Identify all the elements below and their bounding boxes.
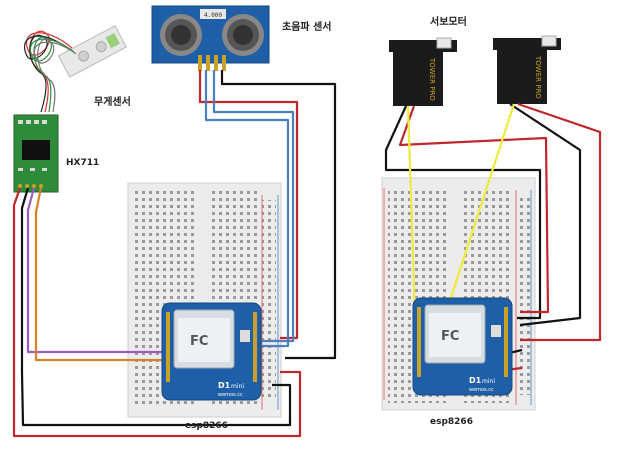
wire-hx-gnd	[20, 187, 292, 427]
servo-label: 서보모터	[430, 15, 467, 28]
wire-servo1-gnd	[384, 105, 542, 320]
hx711-label: HX711	[66, 158, 99, 168]
d1-mini-right: D1	[469, 376, 482, 385]
d1-mini-sub-right: mini	[482, 378, 495, 385]
servo-motor-1: TOWER PRO	[389, 37, 457, 106]
wire-servo2-vcc	[517, 102, 602, 342]
hx711-module	[13, 114, 59, 193]
wemos-left: wemos.cc	[218, 392, 243, 398]
servo-1-brand: TOWER PRO	[428, 57, 436, 101]
d1-mini-left: D1	[218, 381, 231, 390]
ultrasonic-label: 초음파 센서	[282, 20, 331, 33]
wire-hx-dt	[26, 187, 172, 354]
d1-mini-sub-left: mini	[231, 383, 244, 390]
ultrasonic-sensor	[151, 5, 270, 71]
esp8266-board-right: FC D1 mini wemos.cc	[412, 297, 513, 396]
wemos-right: wemos.cc	[469, 387, 494, 393]
load-cell	[23, 25, 127, 113]
load-cell-label: 무게센서	[94, 95, 131, 108]
servo-motor-2: TOWER PRO	[493, 35, 561, 104]
esp8266-right-label: esp8266	[430, 417, 473, 427]
svg-text:FC: FC	[441, 329, 459, 344]
wire-us-echo	[212, 70, 295, 343]
wire-us-trig	[204, 70, 290, 348]
wire-servo2-gnd	[509, 103, 582, 327]
ultrasonic-chip-label: 4.000	[204, 12, 222, 19]
wire-hx-vcc	[12, 187, 302, 438]
wire-us-vcc	[198, 70, 299, 340]
wire-hx-sck	[34, 187, 172, 362]
esp8266-left-label: esp8266	[185, 421, 228, 431]
servo-2-brand: TOWER PRO	[534, 55, 542, 99]
wire-us-gnd	[220, 70, 337, 360]
esp8266-board-left: FC D1 mini wemos.cc	[161, 302, 262, 401]
wires-left	[12, 70, 337, 438]
wire-servo1-vcc	[398, 105, 550, 314]
svg-text:FC: FC	[190, 334, 208, 349]
